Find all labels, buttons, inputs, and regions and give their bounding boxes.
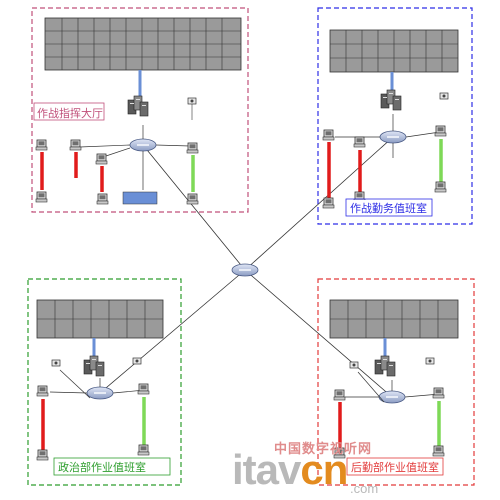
room-title: 政治部作业值班室 — [58, 460, 146, 474]
room-political: 政治部作业值班室 — [27, 278, 182, 486]
watermark-site-name: 中国数字视听网 — [274, 442, 373, 457]
watermark-logo: itavcn — [232, 446, 348, 494]
pc-icon — [95, 153, 108, 165]
pc-icon — [186, 142, 199, 154]
core-switch — [231, 263, 259, 277]
room-title: 作战勤务值班室 — [350, 201, 427, 215]
wall-grid — [45, 18, 241, 70]
pc-icon — [69, 139, 82, 151]
pc-icon — [35, 139, 48, 151]
room-duty: 作战勤务值班室 — [317, 7, 473, 225]
room-logistics: 后勤部作业值班室 — [317, 278, 475, 486]
room-title: 后勤部作业值班室 — [351, 460, 439, 474]
switch-icon — [129, 138, 157, 152]
watermark-brand-a: itav — [232, 446, 301, 493]
core-links — [99, 136, 394, 398]
watermark-suffix: .com — [350, 481, 379, 496]
room-title: 作战指挥大厅 — [37, 106, 103, 120]
watermark: 中国数字视听网 itavcn .com — [232, 438, 494, 500]
server-icon — [127, 95, 149, 117]
room-command-hall: 作战指挥大厅 — [31, 7, 249, 213]
camera-icon — [187, 97, 197, 105]
watermark-brand-b: cn — [300, 446, 348, 493]
